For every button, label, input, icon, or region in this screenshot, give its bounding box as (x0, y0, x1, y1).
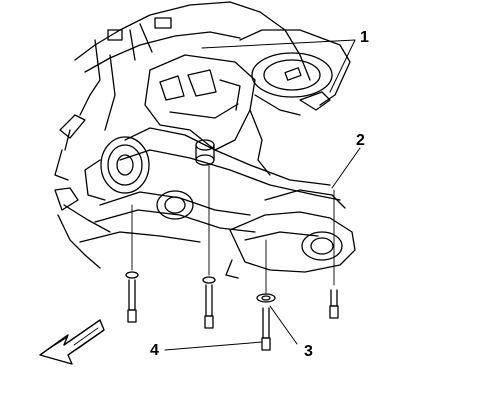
front-arrow-icon (39, 319, 105, 365)
callout-3: 3 (304, 343, 313, 360)
bolt (329, 189, 339, 319)
vehicle-body-structure (54, 1, 311, 269)
leader-lines (164, 39, 361, 351)
strut-tower (239, 29, 351, 176)
crank-pulley (84, 136, 150, 201)
bolt (261, 307, 271, 351)
callout-2: 2 (356, 132, 365, 149)
lower-control-arm (225, 189, 356, 279)
callout-1: 1 (360, 29, 369, 46)
bolt (125, 204, 139, 323)
callout-4: 4 (150, 342, 159, 359)
washer (256, 239, 276, 303)
mount-bushing (156, 139, 215, 220)
bolts (125, 164, 339, 351)
bolt (202, 164, 216, 329)
